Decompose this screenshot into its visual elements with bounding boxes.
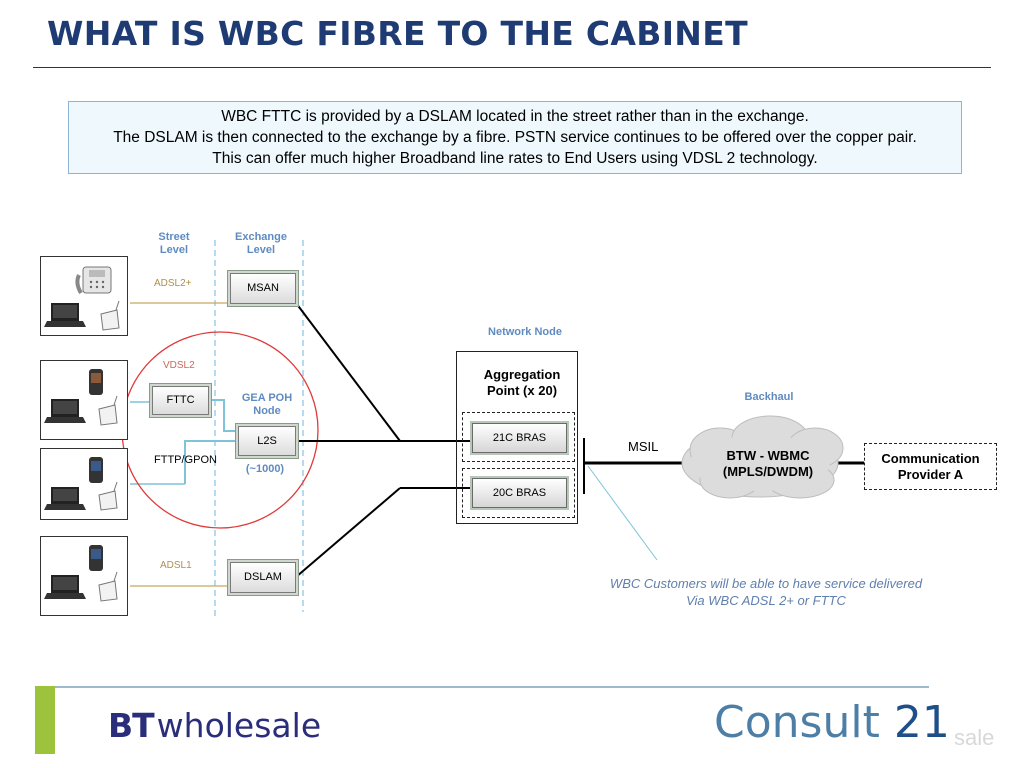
caption-pointer — [587, 465, 658, 561]
msan-link — [295, 302, 401, 442]
customer-premises-1 — [40, 256, 128, 336]
page-title: WHAT IS WBC FIBRE TO THE CABINET — [47, 14, 748, 53]
l2s-box: L2S — [238, 426, 296, 456]
aggregation-label: Aggregation Point (x 20) — [483, 367, 561, 398]
gea-poh-label: GEA POH Node — [241, 392, 293, 417]
btw-wbmc-label: BTW - WBMC (MPLS/DWDM) — [722, 448, 814, 479]
dslam-link — [295, 487, 401, 578]
mobile-phone-icon — [89, 457, 103, 483]
network-node-label: Network Node — [488, 326, 562, 338]
mobile-phone-icon — [89, 369, 103, 395]
exchange-level-label: Exchange Level — [235, 231, 287, 256]
info-line-3: This can offer much higher Broadband lin… — [212, 150, 818, 167]
router-icon — [98, 481, 118, 511]
customer-premises-3 — [40, 448, 128, 520]
wbmc-cloud-icon — [681, 415, 844, 499]
ghost-text: sale — [954, 725, 995, 750]
l2s-count-label: (~1000) — [245, 463, 285, 475]
info-box: WBC FTTC is provided by a DSLAM located … — [68, 101, 962, 174]
laptop-icon — [44, 575, 86, 599]
msan-box: MSAN — [230, 273, 296, 304]
bras-20c-box: 20C BRAS — [472, 478, 567, 508]
fttp-gpon-label: FTTP/GPON — [154, 454, 217, 466]
router-icon — [98, 571, 118, 602]
info-line-1: WBC FTTC is provided by a DSLAM located … — [221, 108, 809, 125]
fttp-fibre — [184, 440, 238, 484]
bras-21c-group — [462, 412, 575, 462]
footer-divider — [55, 686, 929, 688]
bt-wholesale-logo: BTwholesale — [108, 706, 322, 745]
mobile-phone-icon — [89, 545, 103, 571]
laptop-icon — [44, 399, 86, 423]
bras-21c-box: 21C BRAS — [472, 423, 567, 453]
laptop-icon — [44, 303, 86, 327]
title-divider — [33, 67, 991, 68]
adsl1-label: ADSL1 — [160, 560, 192, 571]
consult21-logo: Consult 21 — [714, 697, 950, 748]
msil-label: MSIL — [628, 439, 659, 454]
street-level-label: Street Level — [158, 231, 190, 256]
router-icon — [98, 395, 118, 426]
communication-provider-box: Communication Provider A — [864, 443, 997, 490]
wbc-caption: WBC Customers will be able to have servi… — [609, 576, 923, 608]
adsl2plus-label: ADSL2+ — [154, 278, 192, 289]
laptop-icon — [44, 487, 86, 510]
customer-premises-4 — [40, 536, 128, 616]
fttc-box: FTTC — [152, 386, 209, 415]
info-line-2: The DSLAM is then connected to the excha… — [113, 129, 917, 146]
router-icon — [100, 300, 120, 331]
fttc-fibre — [209, 399, 238, 432]
footer-accent-bar — [35, 686, 55, 754]
customer-premises-2 — [40, 360, 128, 440]
backhaul-label: Backhaul — [744, 391, 794, 403]
desk-phone-icon — [44, 266, 120, 331]
dslam-box: DSLAM — [230, 562, 296, 593]
bras-20c-group — [462, 468, 575, 518]
vdsl2-label: VDSL2 — [163, 360, 195, 371]
network-node-box — [456, 351, 578, 524]
